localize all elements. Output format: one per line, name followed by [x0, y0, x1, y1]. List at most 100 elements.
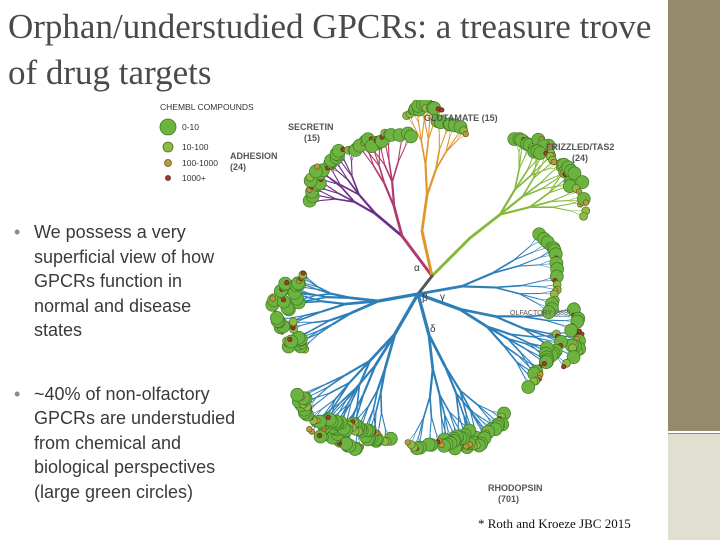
tree-branch	[509, 333, 533, 338]
tree-branch	[431, 367, 441, 396]
subfamily-label-alpha: α	[414, 263, 420, 274]
tree-branch	[430, 236, 472, 278]
family-label-secretin: SECRETIN	[288, 122, 334, 132]
tree-branch	[518, 151, 522, 170]
tree-branch	[528, 200, 552, 209]
tree-branch	[512, 246, 531, 261]
tree-branch	[373, 165, 386, 186]
tree-branch	[383, 183, 396, 209]
tree-branch	[309, 332, 321, 343]
tree-branch	[544, 319, 565, 322]
receptor-node	[287, 336, 293, 342]
family-count-frizzled: (24)	[572, 153, 588, 163]
tree-branch	[351, 175, 360, 196]
family-label-frizzled: FRIZZLED/TAS2	[546, 142, 614, 152]
tree-nodes	[265, 100, 591, 456]
tree-branch	[416, 292, 461, 311]
bullet-marker: •	[14, 383, 21, 404]
tree-branch	[424, 163, 429, 197]
tree-branch	[325, 398, 337, 413]
tree-branch	[341, 187, 356, 203]
family-count-adhesion: (24)	[230, 162, 246, 172]
tree-branch	[368, 152, 380, 167]
tree-branch	[440, 415, 443, 434]
tree-branch	[347, 401, 352, 418]
tree-branch	[304, 294, 317, 299]
tree-branch	[523, 342, 539, 347]
receptor-node	[269, 295, 276, 302]
subfamily-label-gamma: γ	[440, 292, 445, 303]
receptor-node	[313, 163, 321, 170]
tree-branch	[517, 354, 529, 367]
tree-branch	[415, 416, 425, 433]
tree-branch	[367, 407, 375, 424]
receptor-node	[290, 387, 305, 402]
tree-branch	[513, 168, 520, 191]
receptor-node	[575, 175, 590, 189]
bullet-marker: •	[14, 222, 21, 242]
tree-branch	[325, 189, 340, 195]
tree-branch	[512, 251, 534, 261]
tree-branch	[518, 293, 538, 304]
tree-branch	[392, 205, 404, 238]
tree-branch	[309, 279, 320, 288]
tree-branch	[364, 153, 375, 168]
tree-branch	[350, 384, 361, 403]
tree-branch	[532, 162, 537, 180]
tree-branch	[373, 150, 380, 167]
tree-branch	[455, 391, 471, 412]
tree-branch	[359, 405, 370, 417]
tree-branch	[368, 332, 397, 363]
tree-branch	[424, 138, 430, 166]
legend-label-1000plus: 1000+	[182, 173, 206, 183]
receptor-node	[550, 158, 558, 166]
tree-branch	[493, 315, 525, 330]
tree-branch	[502, 344, 519, 357]
tree-branch	[418, 122, 422, 143]
tree-branch	[315, 392, 331, 405]
tree-branch	[315, 292, 333, 297]
tree-branch	[460, 285, 497, 289]
tree-branch	[520, 285, 542, 288]
tree-branch	[429, 395, 433, 418]
tree-branch	[455, 391, 460, 416]
receptor-node	[288, 317, 298, 327]
tree-branch	[315, 386, 330, 399]
tree-branch	[328, 381, 351, 394]
tree-branch	[521, 188, 543, 198]
tree-branch	[530, 335, 547, 338]
tree-branch	[498, 188, 516, 216]
tree-branch	[494, 284, 522, 289]
tree-branch	[460, 272, 493, 288]
tree-branch	[308, 296, 329, 302]
tree-branch	[336, 399, 347, 411]
tree-branch	[342, 401, 352, 415]
tree-branch	[438, 134, 446, 151]
tree-branch	[344, 161, 353, 178]
tree-branch	[307, 330, 320, 336]
tree-branch	[349, 296, 380, 303]
tree-branch	[370, 410, 377, 428]
olfactory-label: OLFACTORY (388)	[510, 310, 570, 317]
family-label-rhodopsin: RHODOPSIN	[488, 483, 543, 493]
receptor-node	[300, 270, 306, 276]
tree-branch	[416, 284, 463, 296]
tree-branch	[509, 333, 530, 344]
tree-branch	[391, 180, 396, 209]
tree-branch	[515, 360, 527, 374]
tree-branch	[356, 384, 361, 405]
tree-branch	[522, 327, 545, 344]
tree-branch	[502, 344, 517, 363]
tree-branch	[376, 292, 420, 303]
receptor-node	[284, 280, 290, 286]
tree-branch	[367, 389, 379, 407]
tree-branch	[358, 193, 378, 216]
tree-branch	[430, 416, 436, 432]
tree-branch	[418, 416, 425, 435]
tree-branch	[459, 389, 478, 406]
tree-branch	[530, 336, 549, 341]
tree-branch	[485, 325, 505, 346]
tree-branch	[376, 154, 386, 166]
tree-branch	[397, 146, 401, 164]
tree-branch	[506, 337, 522, 354]
